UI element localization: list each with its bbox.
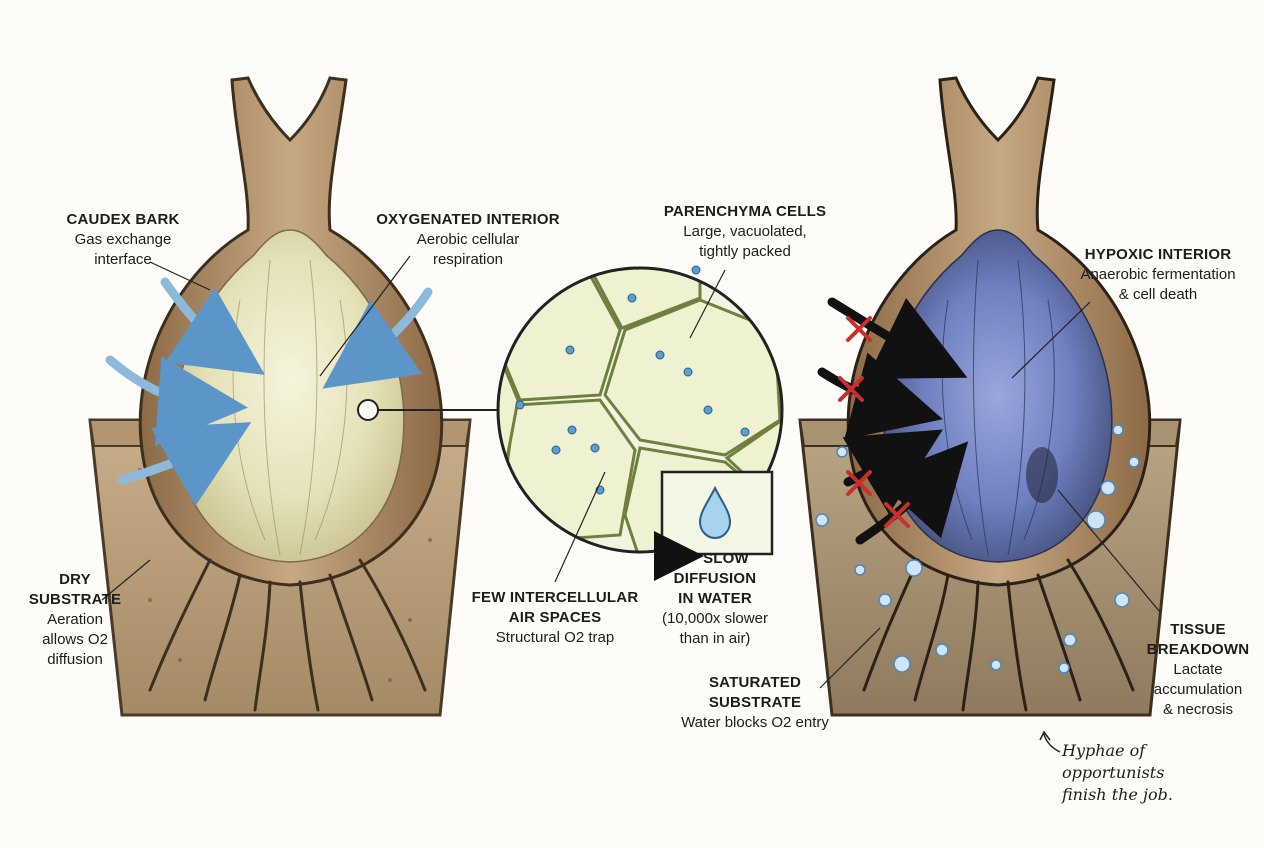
label-title: SUBSTRATE [28, 591, 122, 608]
label-title: SUBSTRATE [708, 694, 802, 711]
label-title: AIR SPACES [508, 609, 602, 626]
parenchyma-cell [589, 268, 702, 330]
label-title: FEW INTERCELLULAR [471, 589, 639, 606]
oxygen-arrow [105, 355, 248, 447]
label-text: (10,000x slower [662, 610, 768, 627]
blocked-mark-icon [846, 470, 872, 496]
label-dry-substrate: DRY SUBSTRATE Aeration allows O2 diffusi… [20, 570, 130, 670]
label-tissue-breakdown: TISSUE BREAKDOWN Lactate accumulation & … [1138, 620, 1258, 720]
label-text: Aeration [47, 611, 103, 628]
note-line: Hyphae of opportunists [1062, 741, 1165, 782]
label-text: Large, vacuolated, [683, 223, 807, 240]
label-title: BREAKDOWN [1146, 641, 1250, 658]
label-title: DRY [59, 571, 91, 588]
label-text: respiration [432, 251, 504, 268]
label-title: OXYGENATED INTERIOR [376, 211, 560, 228]
label-oxygenated-interior: OXYGENATED INTERIOR Aerobic cellular res… [368, 210, 568, 270]
label-text: Anaerobic fermentation [1080, 266, 1236, 283]
label-text: interface [94, 251, 152, 268]
label-title: CAUDEX BARK [66, 211, 180, 228]
label-text: diffusion [47, 651, 103, 668]
label-hypoxic-interior: HYPOXIC INTERIOR Anaerobic fermentation … [1058, 245, 1258, 305]
label-text: tightly packed [699, 243, 791, 260]
label-title: DIFFUSION [673, 570, 757, 587]
oxygen-arrow [160, 277, 265, 375]
sample-point-marker [357, 399, 379, 421]
label-parenchyma-cells: PARENCHYMA CELLS Large, vacuolated, tigh… [640, 202, 850, 262]
label-caudex-bark: CAUDEX BARK Gas exchange interface [48, 210, 198, 270]
label-title: HYPOXIC INTERIOR [1084, 246, 1232, 263]
hypoxic-caudex [798, 76, 1182, 753]
parenchyma-cell [503, 398, 637, 542]
label-slow-diffusion: SLOW DIFFUSION IN WATER (10,000x slower … [650, 549, 780, 649]
label-text: accumulation [1153, 681, 1243, 698]
label-saturated-substrate: SATURATED SUBSTRATE Water blocks O2 entr… [660, 673, 850, 733]
label-text: Water blocks O2 entry [681, 714, 829, 731]
label-title: SATURATED [708, 674, 802, 691]
blocked-mark-icon [846, 316, 872, 342]
label-text: allows O2 [42, 631, 108, 648]
label-title: PARENCHYMA CELLS [663, 203, 827, 220]
label-text: Gas exchange [74, 231, 172, 248]
blocked-mark-icon [884, 502, 910, 528]
label-few-air-spaces: FEW INTERCELLULAR AIR SPACES Structural … [460, 588, 650, 648]
water-drop-icon [698, 485, 732, 540]
label-text: & necrosis [1162, 701, 1234, 718]
label-text: & cell death [1118, 286, 1198, 303]
label-title: IN WATER [678, 590, 752, 607]
blocked-mark-icon [838, 376, 864, 402]
parenchyma-magnifier [496, 265, 784, 583]
note-line: finish the job. [1062, 785, 1173, 804]
blocked-oxygen-arrow [817, 352, 943, 440]
label-text: than in air) [679, 630, 751, 647]
parenchyma-cell [603, 298, 782, 457]
label-text: Lactate [1173, 661, 1223, 678]
oxygen-arrow [322, 287, 433, 389]
label-title: TISSUE [1170, 621, 1226, 638]
label-text: Aerobic cellular [416, 231, 520, 248]
healthy-caudex [88, 76, 498, 717]
handwritten-note: Hyphae of opportunists finish the job. [1062, 740, 1252, 806]
label-text: Structural O2 trap [495, 629, 615, 646]
oxygen-arrow [117, 422, 252, 506]
label-title: SLOW [703, 550, 749, 567]
